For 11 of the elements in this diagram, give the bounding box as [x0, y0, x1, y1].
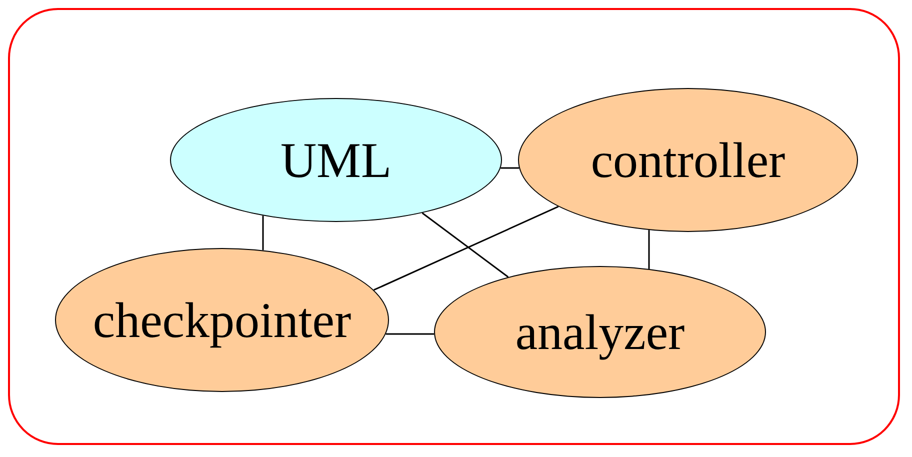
node-label: controller	[590, 131, 786, 189]
connector-line	[648, 230, 650, 269]
connector-line	[374, 206, 559, 291]
node-label: UML	[280, 131, 392, 189]
node-label: checkpointer	[92, 291, 352, 349]
connector-line	[386, 333, 434, 335]
connector-line	[500, 167, 520, 169]
connector-line	[262, 216, 264, 250]
node-label: analyzer	[515, 303, 685, 361]
rounded-frame	[8, 8, 900, 445]
connector-line	[422, 212, 509, 278]
